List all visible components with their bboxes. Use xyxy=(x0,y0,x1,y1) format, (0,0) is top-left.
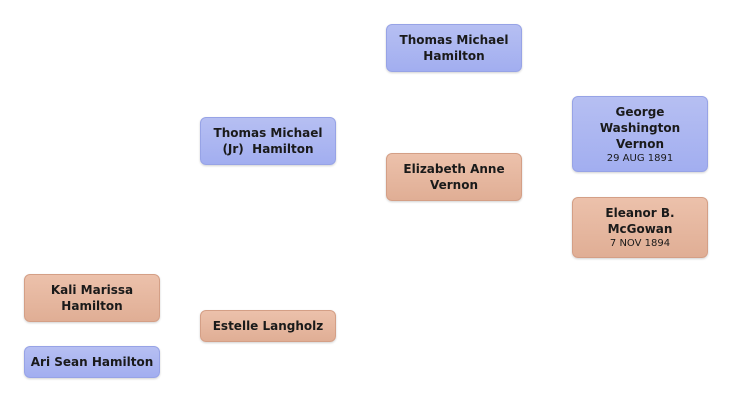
person-card-eleanor-b-mcgowan[interactable]: Eleanor B. McGowan 7 NOV 1894 xyxy=(572,197,708,258)
person-name-line: Eleanor B. xyxy=(605,206,675,220)
person-name-line: Washington xyxy=(599,120,681,135)
person-name-line: Hamilton xyxy=(423,49,485,63)
person-name-line: McGowan xyxy=(607,222,673,236)
person-card-thomas-michael-hamilton[interactable]: Thomas Michael Hamilton xyxy=(386,24,522,72)
person-name-line: Thomas Michael xyxy=(399,33,509,47)
person-card-thomas-michael-jr-hamilton[interactable]: Thomas Michael (Jr) Hamilton xyxy=(200,117,336,165)
person-card-george-washington-vernon[interactable]: George Washington Vernon 29 AUG 1891 xyxy=(572,96,708,172)
person-birth-date: 29 AUG 1891 xyxy=(606,152,674,164)
person-card-kali-marissa-hamilton[interactable]: Kali Marissa Hamilton xyxy=(24,274,160,322)
person-card-elizabeth-anne-vernon[interactable]: Elizabeth Anne Vernon xyxy=(386,153,522,201)
person-card-estelle-langholz[interactable]: Estelle Langholz xyxy=(200,310,336,342)
person-name-line: Estelle Langholz xyxy=(212,319,324,333)
person-name-line: Hamilton xyxy=(61,299,123,313)
person-card-ari-sean-hamilton[interactable]: Ari Sean Hamilton xyxy=(24,346,160,378)
person-name-line: Thomas Michael xyxy=(213,126,323,140)
person-name-line: Kali Marissa xyxy=(50,283,134,297)
person-name-line: Vernon xyxy=(615,136,665,151)
person-name-line: (Jr) Hamilton xyxy=(222,142,314,156)
person-name-line: Elizabeth Anne xyxy=(403,162,505,176)
person-name-line: George xyxy=(615,104,665,119)
person-name-line: Vernon xyxy=(429,178,479,192)
person-name-line: Ari Sean Hamilton xyxy=(30,355,154,369)
person-birth-date: 7 NOV 1894 xyxy=(609,238,671,249)
